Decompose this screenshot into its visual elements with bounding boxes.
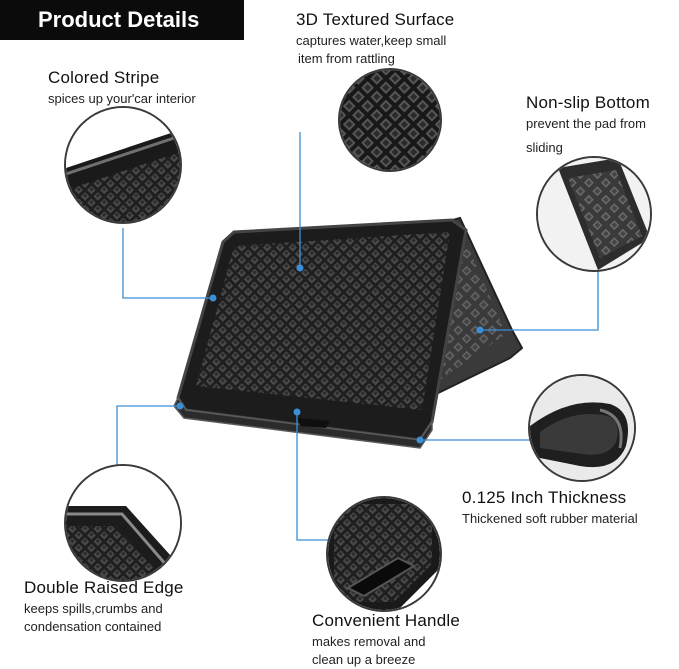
feature-desc: prevent the pad from sliding	[526, 116, 646, 155]
bottom-closeup-image	[538, 158, 650, 270]
feature-title: Double Raised Edge	[24, 578, 184, 597]
feature-non-slip-bottom: Non-slip Bottom prevent the pad from sli…	[526, 93, 650, 157]
stripe-closeup-image	[66, 108, 180, 222]
feature-title: 0.125 Inch Thickness	[462, 488, 627, 507]
feature-desc: captures water,keep small item from ratt…	[296, 33, 447, 66]
feature-desc: makes removal and clean up a breeze	[312, 634, 426, 667]
feature-title: Non-slip Bottom	[526, 93, 650, 112]
banner-title: Product Details	[0, 0, 244, 40]
feature-title: 3D Textured Surface	[296, 10, 455, 29]
feature-convenient-handle: Convenient Handle makes removal and clea…	[312, 611, 460, 669]
feature-desc: spices up your'car interior	[48, 91, 196, 106]
raised-edge-closeup-image	[66, 466, 180, 580]
thickness-closeup-image	[530, 376, 634, 480]
feature-title: Convenient Handle	[312, 611, 460, 630]
feature-double-raised-edge: Double Raised Edge keeps spills,crumbs a…	[24, 578, 184, 636]
feature-desc: keeps spills,crumbs and condensation con…	[24, 601, 163, 634]
feature-thickness: 0.125 Inch Thickness Thickened soft rubb…	[462, 488, 638, 528]
feature-textured-surface: 3D Textured Surface captures water,keep …	[296, 10, 454, 68]
feature-colored-stripe: Colored Stripe spices up your'car interi…	[48, 68, 196, 108]
texture-closeup-image	[340, 70, 440, 170]
feature-title: Colored Stripe	[48, 68, 160, 87]
handle-closeup-image	[328, 498, 440, 610]
feature-desc: Thickened soft rubber material	[462, 511, 638, 526]
